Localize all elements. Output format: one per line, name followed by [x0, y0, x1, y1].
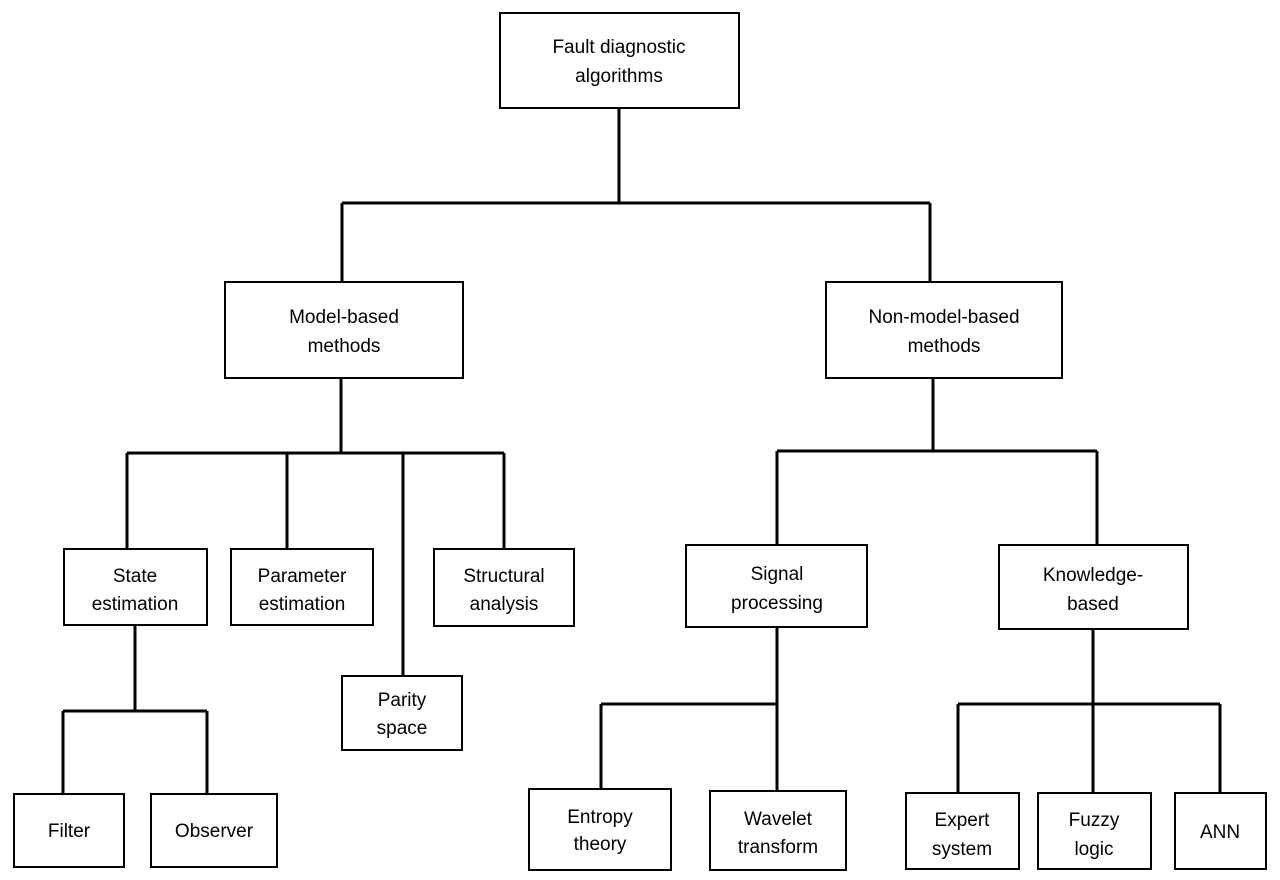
node-wavelet-transform-line-1: Wavelet — [744, 809, 813, 830]
node-parameter-estimation: Parameter estimation — [230, 548, 374, 626]
node-structural-analysis-line-1: Structural — [463, 566, 544, 587]
node-parity-space-line-1: Parity — [378, 690, 427, 711]
node-state-estimation: State estimation — [63, 548, 208, 626]
node-ann-line-1: ANN — [1200, 822, 1240, 843]
node-root: Fault diagnostic algorithms — [499, 12, 740, 109]
node-filter-line-1: Filter — [48, 821, 91, 842]
node-structural-analysis: Structural analysis — [433, 548, 575, 627]
node-fuzzy-logic-line-1: Fuzzy — [1069, 810, 1120, 831]
node-parity-space: Parity space — [341, 675, 463, 751]
connectors — [61, 108, 1222, 794]
node-signal-processing-line-1: Signal — [751, 564, 804, 585]
node-wavelet-transform-line-2: transform — [738, 837, 818, 858]
node-expert-system-line-1: Expert — [935, 810, 991, 831]
node-entropy-theory-line-1: Entropy — [567, 807, 633, 828]
node-model-based: Model-based methods — [224, 281, 464, 379]
node-signal-processing-line-2: processing — [731, 593, 823, 614]
node-expert-system: Expert system — [905, 792, 1020, 870]
node-parameter-estimation-line-2: estimation — [259, 594, 346, 615]
node-parameter-estimation-line-1: Parameter — [258, 566, 347, 587]
node-fuzzy-logic-line-2: logic — [1074, 839, 1113, 860]
node-signal-processing: Signal processing — [685, 544, 868, 628]
node-ann: ANN — [1174, 792, 1267, 870]
node-state-estimation-line-2: estimation — [92, 594, 179, 615]
node-knowledge-based-line-2: based — [1067, 594, 1119, 615]
node-expert-system-line-2: system — [932, 839, 992, 860]
node-structural-analysis-line-2: analysis — [470, 594, 539, 615]
node-knowledge-based: Knowledge- based — [998, 544, 1189, 630]
node-non-model-based: Non-model-based methods — [825, 281, 1063, 379]
node-wavelet-transform: Wavelet transform — [709, 790, 847, 871]
node-state-estimation-line-1: State — [113, 566, 157, 587]
node-root-line-2: algorithms — [575, 66, 663, 87]
node-parity-space-line-2: space — [377, 718, 428, 739]
node-filter: Filter — [13, 793, 125, 868]
node-non-model-based-line-1: Non-model-based — [868, 307, 1019, 328]
node-fuzzy-logic: Fuzzy logic — [1037, 792, 1152, 870]
node-entropy-theory: Entropy theory — [528, 788, 672, 871]
node-model-based-line-1: Model-based — [289, 307, 399, 328]
node-non-model-based-line-2: methods — [908, 336, 981, 357]
node-entropy-theory-line-2: theory — [574, 834, 627, 855]
node-root-line-1: Fault diagnostic — [552, 37, 685, 58]
node-knowledge-based-line-1: Knowledge- — [1043, 565, 1143, 586]
node-model-based-line-2: methods — [308, 336, 381, 357]
node-observer-line-1: Observer — [175, 821, 254, 842]
node-observer: Observer — [150, 793, 278, 868]
